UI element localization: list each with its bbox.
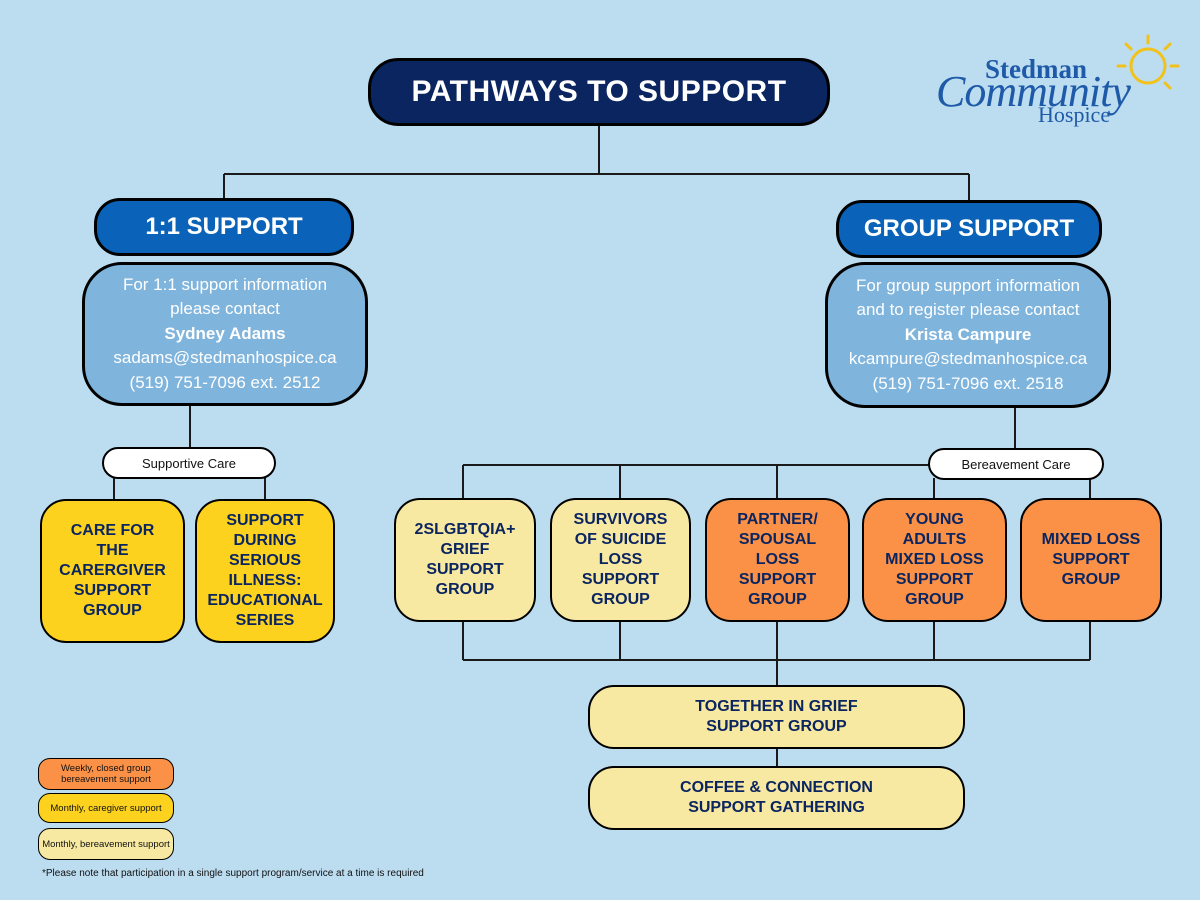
contact-email: kcampure@stedmanhospice.ca <box>848 349 1088 369</box>
box-line: SUPPORT <box>1052 551 1130 568</box>
box-line: OF SUICIDE <box>574 531 667 548</box>
contact-phone: (519) 751-7096 ext. 2518 <box>872 373 1064 393</box>
together-in-grief-box: TOGETHER IN GRIEF SUPPORT GROUP <box>588 685 965 749</box>
box-line: LOSS <box>755 551 800 568</box>
care-for-caregiver-box: CARE FOR THE CARERGIVER SUPPORT GROUP <box>40 499 185 643</box>
box-line: YOUNG <box>905 511 964 528</box>
box-line: GROUP <box>83 602 142 619</box>
box-line: COFFEE & CONNECTION <box>680 779 873 796</box>
box-line: THE <box>96 542 129 559</box>
box-line: SUPPORT <box>738 571 817 588</box>
box-line: SUPPORT GROUP <box>706 718 847 735</box>
serious-illness-series-box: SUPPORT DURING SERIOUS ILLNESS: EDUCATIO… <box>195 499 335 643</box>
logo-stedman: Stedman <box>985 54 1088 84</box>
page-title: PATHWAYS TO SUPPORT <box>368 58 830 126</box>
box-line: SUPPORT <box>426 561 504 578</box>
one-on-one-support-pill: 1:1 SUPPORT <box>94 198 354 256</box>
box-line: TOGETHER IN GRIEF <box>695 698 858 715</box>
contact-line: please contact <box>170 299 280 319</box>
logo-hospice: Hospice <box>1038 102 1111 127</box>
partner-spousal-loss-box: PARTNER/ SPOUSAL LOSS SUPPORT GROUP <box>705 498 850 622</box>
box-line: SUPPORT <box>581 571 660 588</box>
box-line: GROUP <box>1061 571 1121 588</box>
box-line: CARERGIVER <box>59 562 166 579</box>
2slgbtqia-grief-box: 2SLGBTQIA+ GRIEF SUPPORT GROUP <box>394 498 536 622</box>
box-line: ILLNESS: <box>228 572 302 589</box>
footnote: *Please note that participation in a sin… <box>42 868 424 879</box>
box-line: GRIEF <box>440 541 490 558</box>
box-line: GROUP <box>435 581 495 598</box>
group-support-pill: GROUP SUPPORT <box>836 200 1102 258</box>
box-line: SPOUSAL <box>738 531 817 548</box>
box-line: DURING <box>233 532 297 549</box>
legend-weekly-bereavement: Weekly, closed group bereavement support <box>38 758 174 790</box>
box-line: 2SLGBTQIA+ <box>414 521 516 538</box>
one-on-one-contact-box: For 1:1 support information please conta… <box>82 262 368 406</box>
box-line: SUPPORT GATHERING <box>688 799 865 816</box>
box-line: EDUCATIONAL <box>207 592 323 609</box>
box-line: SURVIVORS <box>573 511 668 528</box>
box-line: PARTNER/ <box>737 511 818 528</box>
box-line: LOSS <box>598 551 643 568</box>
contact-email: sadams@stedmanhospice.ca <box>113 348 337 368</box>
survivors-suicide-loss-box: SURVIVORS OF SUICIDE LOSS SUPPORT GROUP <box>550 498 691 622</box>
box-line: MIXED LOSS <box>1041 531 1141 548</box>
box-line: SUPPORT <box>226 512 304 529</box>
logo-community: Community <box>936 67 1131 116</box>
group-contact-box: For group support information and to reg… <box>825 262 1111 408</box>
bereavement-care-tag: Bereavement Care <box>928 448 1104 480</box>
box-line: GROUP <box>591 591 650 608</box>
box-line: ADULTS <box>902 531 967 548</box>
contact-line: For 1:1 support information <box>122 274 328 294</box>
legend-monthly-caregiver: Monthly, caregiver support <box>38 793 174 823</box>
young-adults-mixed-loss-box: YOUNG ADULTS MIXED LOSS SUPPORT GROUP <box>862 498 1007 622</box>
box-line: GROUP <box>748 591 807 608</box>
box-line: CARE FOR <box>70 522 155 539</box>
legend-text: bereavement support <box>61 774 151 785</box>
supportive-care-tag: Supportive Care <box>102 447 276 479</box>
contact-name: Sydney Adams <box>164 323 286 343</box>
mixed-loss-box: MIXED LOSS SUPPORT GROUP <box>1020 498 1162 622</box>
box-line: GROUP <box>905 591 964 608</box>
box-line: SERIOUS <box>228 552 301 569</box>
coffee-connection-box: COFFEE & CONNECTION SUPPORT GATHERING <box>588 766 965 830</box>
contact-name: Krista Campure <box>904 324 1032 344</box>
legend-monthly-bereavement: Monthly, bereavement support <box>38 828 174 860</box>
contact-line: For group support information <box>856 275 1080 295</box>
box-line: SERIES <box>235 612 295 629</box>
contact-line: and to register please contact <box>856 300 1080 320</box>
box-line: MIXED LOSS <box>885 551 984 568</box>
box-line: SUPPORT <box>73 582 152 599</box>
contact-phone: (519) 751-7096 ext. 2512 <box>129 372 321 392</box>
legend-text: Weekly, closed group <box>61 763 151 774</box>
box-line: SUPPORT <box>895 571 974 588</box>
sun-icon <box>1116 34 1180 90</box>
